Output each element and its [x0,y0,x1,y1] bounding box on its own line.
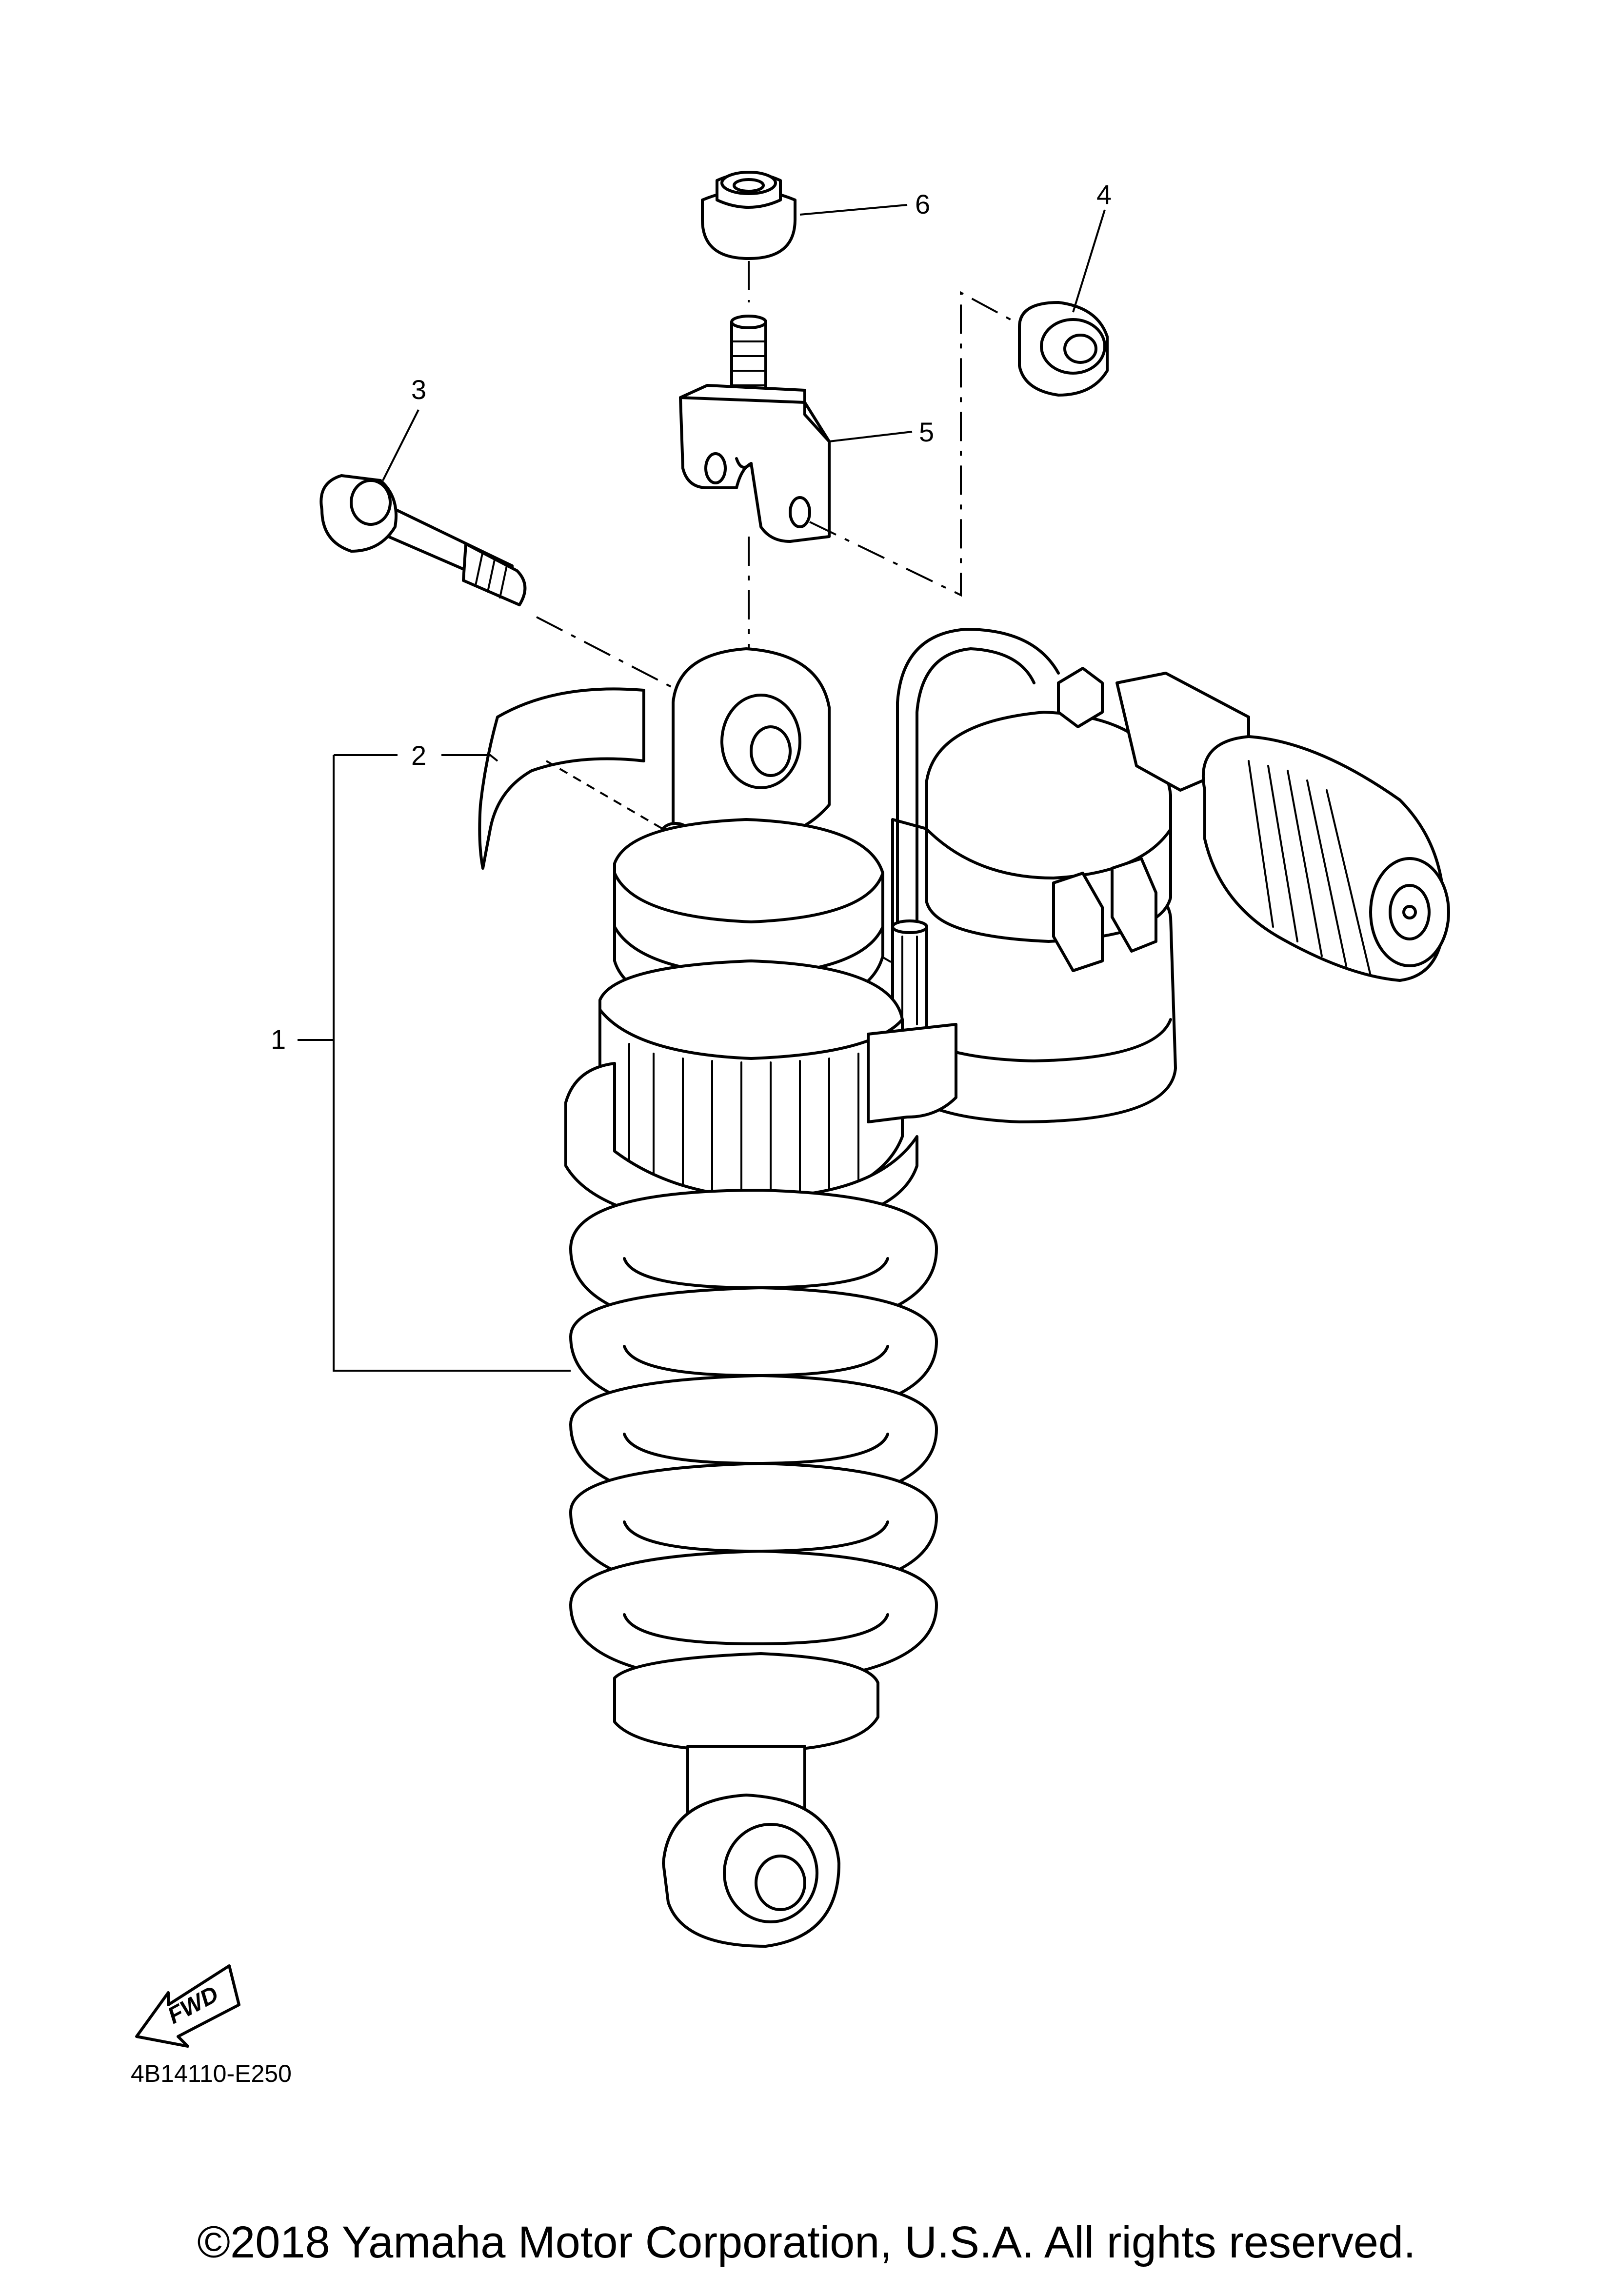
bracket-1 [298,754,571,1372]
fwd-arrow-icon: FWD [135,1964,240,2048]
cover-part-2[interactable] [478,687,645,870]
callout-3: 3 [411,374,426,405]
lower-mounting-eye[interactable] [662,1794,840,1948]
bolt-part-3[interactable] [319,474,527,606]
coil-spring [569,1189,938,1684]
leader-4 [1072,209,1106,313]
diagram-code: 4B14110-E250 [131,2060,292,2087]
leader-5 [829,431,913,442]
callout-6: 6 [915,189,930,220]
copyright-notice: ©2018 Yamaha Motor Corporation, U.S.A. A… [197,2217,1416,2267]
bracket-part-5[interactable] [679,315,831,543]
shock-absorber-part-1[interactable] [564,628,1450,1948]
callout-4: 4 [1096,179,1112,210]
flange-nut-part-6[interactable] [701,171,797,260]
preload-adjuster-knob[interactable] [1201,735,1450,982]
leader-6 [799,204,908,216]
leader-2 [441,754,498,762]
nut-part-4[interactable] [1018,301,1109,397]
callout-5: 5 [919,417,934,447]
leader-3 [382,409,419,481]
callout-2: 2 [411,740,426,771]
callout-1: 1 [271,1024,286,1055]
